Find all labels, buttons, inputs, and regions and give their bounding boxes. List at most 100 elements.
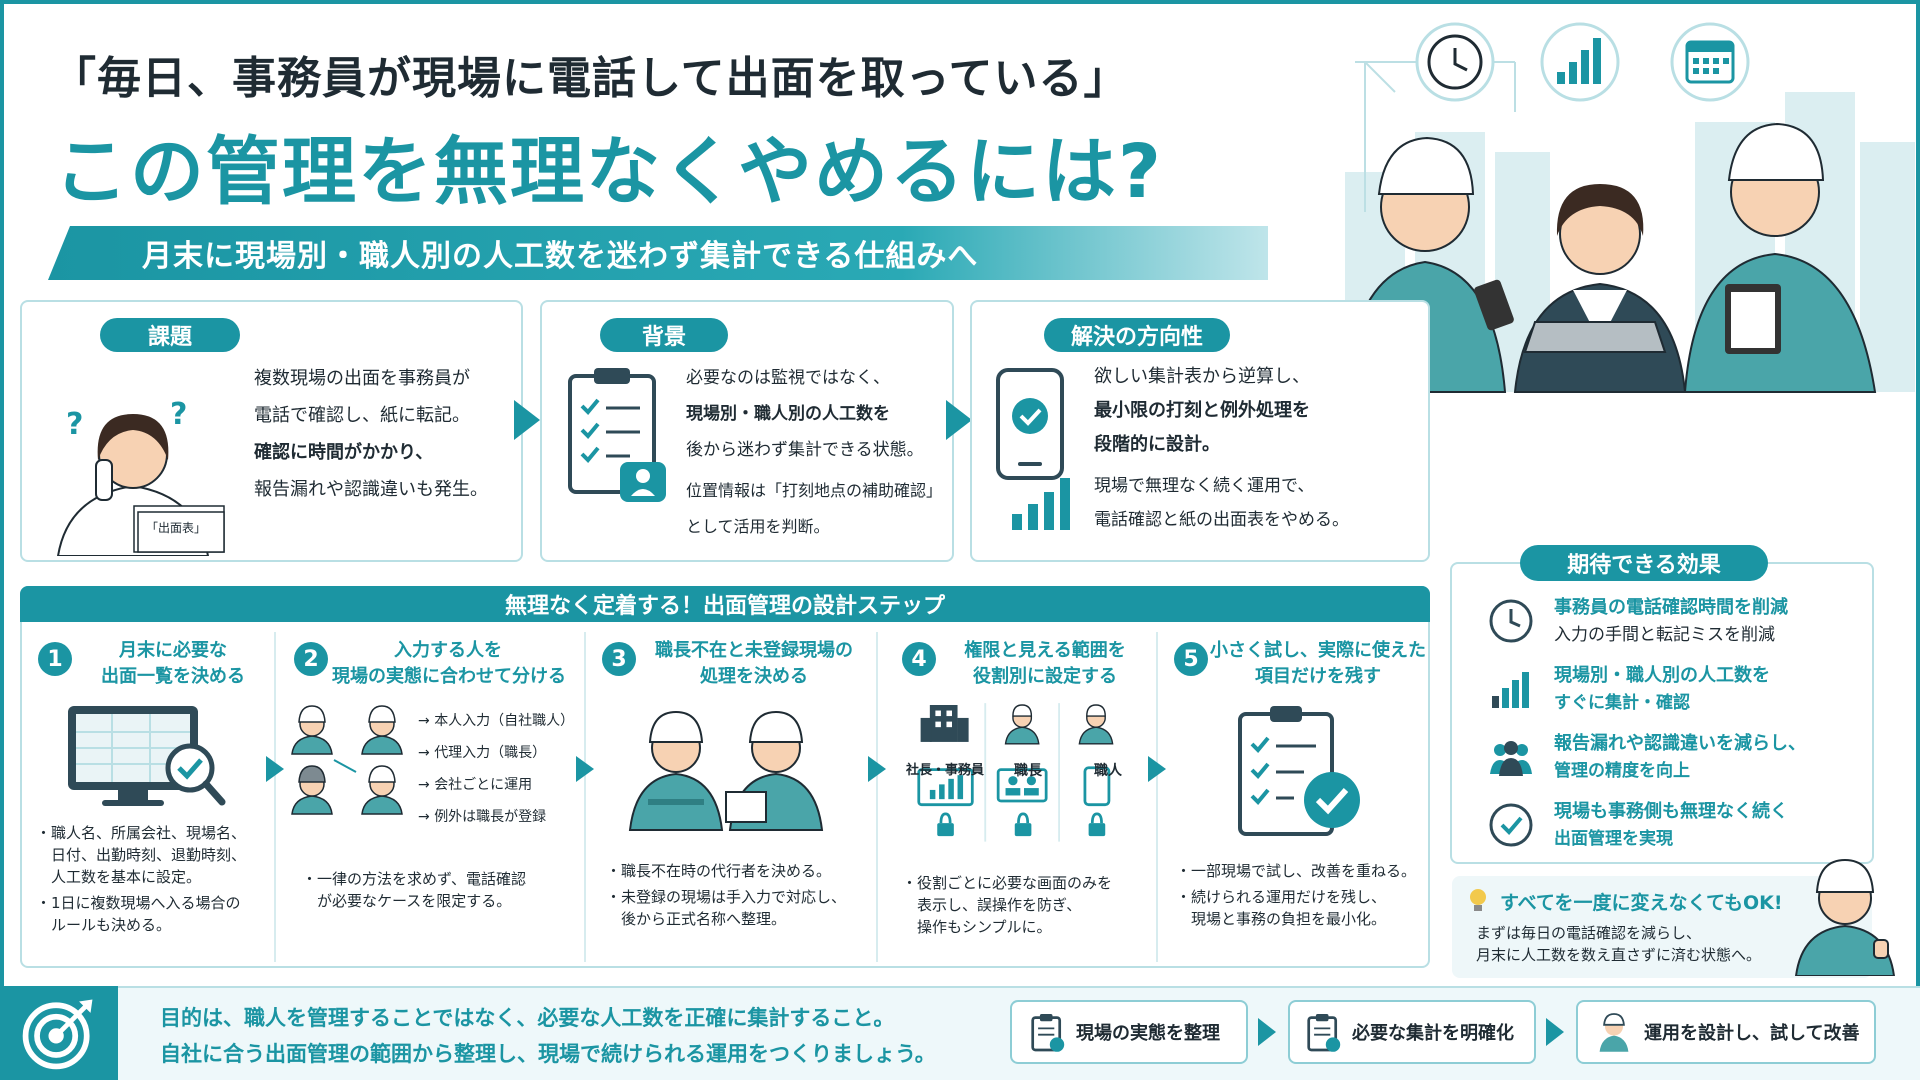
issue-label: 課題 xyxy=(100,318,240,352)
worker-icon xyxy=(1599,1013,1629,1052)
step-5-bullet-3: 現場と事務の負担を最小化。 xyxy=(1176,910,1387,928)
step-1-bullet-2: 日付、出勤時刻、退勤時刻、 xyxy=(36,846,247,864)
step-divider-3 xyxy=(876,632,878,962)
worker-right xyxy=(1683,122,1877,393)
step-3: 3 職長不在と未登録現場の 処理を決める ・職長不在時の代行者を決める。 ・未登… xyxy=(588,632,874,962)
step-4-role-3: 職人 xyxy=(1094,763,1122,779)
ok-note-text: まずは毎日の電話確認を減らし、月末に人工数を数え直さずに済む状態へ。 xyxy=(1476,922,1761,966)
step-3-title-line-2: 処理を決める xyxy=(700,666,808,687)
step-3-bullet-3: 後から正式名称へ整理。 xyxy=(606,910,787,928)
background-line-1: 必要なのは監視ではなく、 xyxy=(686,368,890,388)
effect-3-line-1: 報告漏れや認識違いを減らし、 xyxy=(1554,733,1806,754)
step-1-title-line-1: 月末に必要な xyxy=(119,640,227,661)
step-4-title-line-1: 権限と見える範囲を xyxy=(964,640,1126,661)
design-steps-heading: 無理なく定着する！出面管理の設計ステップ xyxy=(20,586,1430,622)
footer-line-2: 自社に合う出面管理の範囲から整理し、現場で続けられる運用をつくりましょう。 xyxy=(160,1042,936,1066)
effect-2-line-2: すぐに集計・確認 xyxy=(1554,693,1690,713)
step-divider-4 xyxy=(1156,632,1158,962)
step-1-bullet-5: ルールも決める。 xyxy=(36,916,172,934)
solution-line-2: 最小限の打刻と例外処理を xyxy=(1094,400,1310,421)
solution-card: 解決の方向性 欲しい集計表から逆算し、 最小限の打刻と例外処理を 段階的に設計。… xyxy=(970,300,1430,562)
worried-clerk-icon: ? ? 「出面表」 xyxy=(56,397,225,556)
step-1-bullet-1: ・職人名、所属会社、現場名、 xyxy=(36,824,247,842)
people-icon xyxy=(1490,741,1532,776)
step-arrow-3 xyxy=(868,756,886,782)
effect-item-3: 報告漏れや認識違いを減らし、 管理の精度を向上 xyxy=(1488,730,1868,790)
step-3-number: 3 xyxy=(602,642,636,676)
step-1-bullet-4: ・1日に複数現場へ入る場合の xyxy=(36,894,241,912)
footer-step-organize: 現場の実態を整理 xyxy=(1010,1000,1248,1064)
background-card: 背景 必要なのは監視ではなく、 現場別・職人別の人工数を 後から迷わず集計できる… xyxy=(540,300,954,562)
step-arrow-2 xyxy=(576,756,594,782)
step-4-bullet-1: ・役割ごとに必要な画面のみを xyxy=(902,874,1113,892)
ok-note-line-1: まずは毎日の電話確認を減らし、 xyxy=(1476,924,1702,942)
step-2-flow-4: → 例外は職長が登録 xyxy=(418,809,547,825)
svg-text:?: ? xyxy=(66,407,83,442)
effect-4-line-1: 現場も事務側も無理なく続く xyxy=(1554,801,1788,822)
bar-chart-icon xyxy=(1540,22,1620,102)
step-2-number: 2 xyxy=(294,642,328,676)
footer-arrow-1 xyxy=(1258,1018,1276,1046)
clipboard-check-icon xyxy=(1307,1014,1341,1052)
effect-1-line-2: 入力の手間と転記ミスを削減 xyxy=(1554,625,1775,645)
clipboard-check-icon xyxy=(1031,1014,1065,1052)
checklist-icon xyxy=(1238,706,1360,836)
ok-note-title: すべてを一度に変えなくてもOK! xyxy=(1500,892,1783,914)
step-arrow-1 xyxy=(266,756,284,782)
step-2-flow-2: → 代理入力（職長） xyxy=(418,745,547,761)
step-4-title-line-2: 役割別に設定する xyxy=(973,666,1117,687)
subtitle-ribbon: 月末に現場別・職人別の人工数を迷わず集計できる仕組みへ xyxy=(48,226,1268,280)
worker-group-icon xyxy=(291,705,403,815)
effect-item-4: 現場も事務側も無理なく続く 出面管理を実現 xyxy=(1488,798,1868,858)
step-4: 4 権限と見える範囲を 役割別に設定する 社長・事務員 職長 職人 ・役割ごとに… xyxy=(880,632,1156,962)
background-line-4: 位置情報は「打刻地点の補助確認」 xyxy=(686,481,943,500)
effect-2-line-1: 現場別・職人別の人工数を xyxy=(1554,665,1770,686)
paper-label: 「出面表」 xyxy=(146,521,206,535)
footer-step-clarify-label: 必要な集計を明確化 xyxy=(1352,1023,1514,1044)
step-4-role-2: 職長 xyxy=(1014,763,1042,779)
issue-line-1: 複数現場の出面を事務員が xyxy=(254,368,470,389)
step-5-title-line-2: 項目だけを残す xyxy=(1255,666,1381,687)
footer-step-design-label: 運用を設計し、試して改善 xyxy=(1644,1023,1860,1044)
card-arrow-1 xyxy=(514,400,540,440)
clock-icon xyxy=(1415,22,1495,102)
smartphone-check-icon xyxy=(996,368,1070,530)
issue-line-4: 報告漏れや認識違いも発生。 xyxy=(254,479,488,500)
step-5-bullet-2: ・続けられる運用だけを残し、 xyxy=(1176,888,1387,906)
lightbulb-icon xyxy=(1470,889,1486,911)
two-workers-icon xyxy=(628,710,824,831)
step-2-bullet-2: が必要なケースを限定する。 xyxy=(302,892,512,910)
step-3-bullet-2: ・未登録の現場は手入力で対応し、 xyxy=(606,888,847,906)
step-1: 1 月末に必要な 出面一覧を決める ・職人名、所属会社、現場名、 日付、出勤時刻… xyxy=(22,632,274,962)
step-2-title-line-1: 入力する人を xyxy=(394,640,502,661)
clipboard-icon xyxy=(568,368,666,502)
step-divider-2 xyxy=(584,632,586,962)
effect-item-2: 現場別・職人別の人工数を すぐに集計・確認 xyxy=(1488,662,1868,722)
clock-icon xyxy=(1489,599,1533,643)
worker-middle xyxy=(1513,184,1687,393)
effects-heading: 期待できる効果 xyxy=(1520,545,1768,581)
step-5-title-line-1: 小さく試し、実際に使えた xyxy=(1210,640,1426,661)
step-2-flow-1: → 本人入力（自社職人） xyxy=(418,713,575,729)
thumbs-up-worker-icon xyxy=(1794,858,1896,976)
step-2-bullet-1: ・一律の方法を求めず、電話確認 xyxy=(302,870,526,888)
page-title: この管理を無理なくやめるには? xyxy=(54,129,1163,215)
solution-line-5: 電話確認と紙の出面表をやめる。 xyxy=(1094,510,1349,530)
issue-line-3: 確認に時間がかかり、 xyxy=(254,442,434,463)
issue-card: 課題 ? ? 「出面表」 複数現場の出面を事務員が 電話で確認し、紙に転記。 確… xyxy=(20,300,523,562)
step-2-title-line-2: 現場の実態に合わせて分ける xyxy=(332,666,566,687)
target-icon xyxy=(22,999,93,1070)
target-icon-panel xyxy=(0,986,118,1080)
monitor-search-icon xyxy=(68,706,226,806)
footer-step-design: 運用を設計し、試して改善 xyxy=(1576,1000,1876,1064)
step-3-bullet-1: ・職長不在時の代行者を決める。 xyxy=(606,862,832,880)
background-label: 背景 xyxy=(600,318,728,352)
step-2-flow-3: → 会社ごとに運用 xyxy=(418,777,533,793)
step-arrow-4 xyxy=(1148,756,1166,782)
step-2: 2 入力する人を 現場の実態に合わせて分ける → 本人入力（自社職人） → 代理… xyxy=(278,632,574,962)
step-4-number: 4 xyxy=(902,642,936,676)
calendar-icon xyxy=(1670,22,1750,102)
effect-item-1: 事務員の電話確認時間を削減 入力の手間と転記ミスを削減 xyxy=(1488,594,1868,654)
step-4-bullet-2: 表示し、誤操作を防ぎ、 xyxy=(902,896,1082,914)
step-4-bullet-3: 操作もシンプルに。 xyxy=(902,918,1052,936)
